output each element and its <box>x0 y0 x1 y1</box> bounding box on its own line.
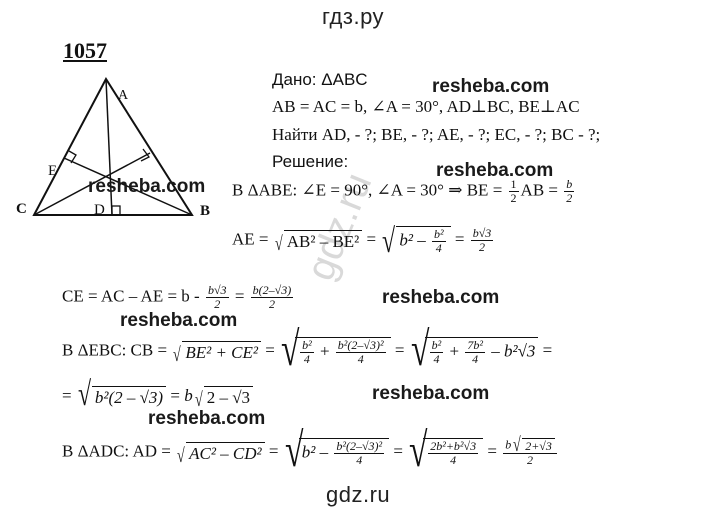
label-b: B <box>200 203 211 219</box>
eq-sign: = <box>454 229 465 249</box>
label-e: E <box>48 163 58 179</box>
header-site-title: гдз.ру <box>322 4 385 29</box>
ae-lhs: AE = <box>232 229 269 249</box>
watermark-resheba: resheba.com <box>148 408 266 429</box>
footer-site-title: gdz.ru <box>326 482 391 507</box>
watermark-resheba: resheba.com <box>120 310 238 331</box>
condition-line: AB = AC = b, ∠A = 30°, AD⊥BC, BE⊥AC <box>272 97 580 116</box>
ce-lhs: CE = AC – AE = b - <box>62 286 200 306</box>
ad-lhs: В ΔADC: AD = <box>62 441 171 461</box>
watermark-resheba: resheba.com <box>88 176 206 197</box>
be-prefix: В ΔABE: ∠E = 90°, ∠A = 30° ⇒ BE = <box>232 180 503 200</box>
solution-line-ad: В ΔADC: AD = √AC² – CD² = √b² – b²(2–√3)… <box>62 427 559 475</box>
eq-sign: = <box>394 340 405 360</box>
sqrt-ac2-cd2: √AC² – CD² <box>177 441 265 466</box>
watermark-resheba: resheba.com <box>436 160 554 181</box>
label-c: C <box>16 201 27 217</box>
eq-sign: = <box>265 340 275 360</box>
eq-sign: = <box>234 286 245 306</box>
sqrt-be2-ce2: √BE² + CE² <box>173 340 261 365</box>
watermark-resheba: resheba.com <box>382 287 500 308</box>
fraction-b-2-minus-sqrt3-over-2: b(2–√3)2 <box>250 283 294 311</box>
label-a: A <box>118 88 129 103</box>
find-line: Найти AD, - ?; BE, - ?; AE, - ?; EC, - ?… <box>272 125 601 144</box>
altitude-from-c <box>33 152 151 216</box>
ab-text: AB = <box>520 180 558 200</box>
eq-sign: = <box>487 441 497 461</box>
sqrt-ab2-be2: √AB² – BE² <box>275 229 363 254</box>
right-angle-d <box>111 205 121 216</box>
eq-sign: = <box>170 386 180 405</box>
altitude-be <box>63 157 193 216</box>
watermark-resheba: resheba.com <box>432 76 550 97</box>
b-factor: b <box>184 386 193 405</box>
triangle-figure <box>32 77 194 216</box>
label-d: D <box>94 202 105 218</box>
eq-sign: = <box>268 441 279 461</box>
cb-lhs: В ΔEBC: CB = <box>62 340 168 360</box>
problem-number: 1057 <box>63 38 107 63</box>
altitude-ad <box>105 78 113 216</box>
eq-sign: = <box>62 386 72 405</box>
eq-sign: = <box>366 229 377 249</box>
right-angle-f <box>140 148 150 162</box>
right-angle-e <box>68 150 77 164</box>
sqrt-2-minus-sqrt3: √2 – √3 <box>195 386 254 410</box>
sqrt-b2-2-minus-sqrt3: √b²(2 – √3) <box>78 378 167 412</box>
solution-line-cb-result: = √b²(2 – √3) = b√2 – √3 <box>62 378 254 412</box>
eq-sign: = <box>393 441 403 461</box>
solution-heading: Решение: <box>272 152 349 171</box>
watermark-resheba: resheba.com <box>372 383 490 404</box>
given-line: Дано: ΔABC <box>272 70 368 89</box>
eq-sign: = <box>542 340 553 360</box>
